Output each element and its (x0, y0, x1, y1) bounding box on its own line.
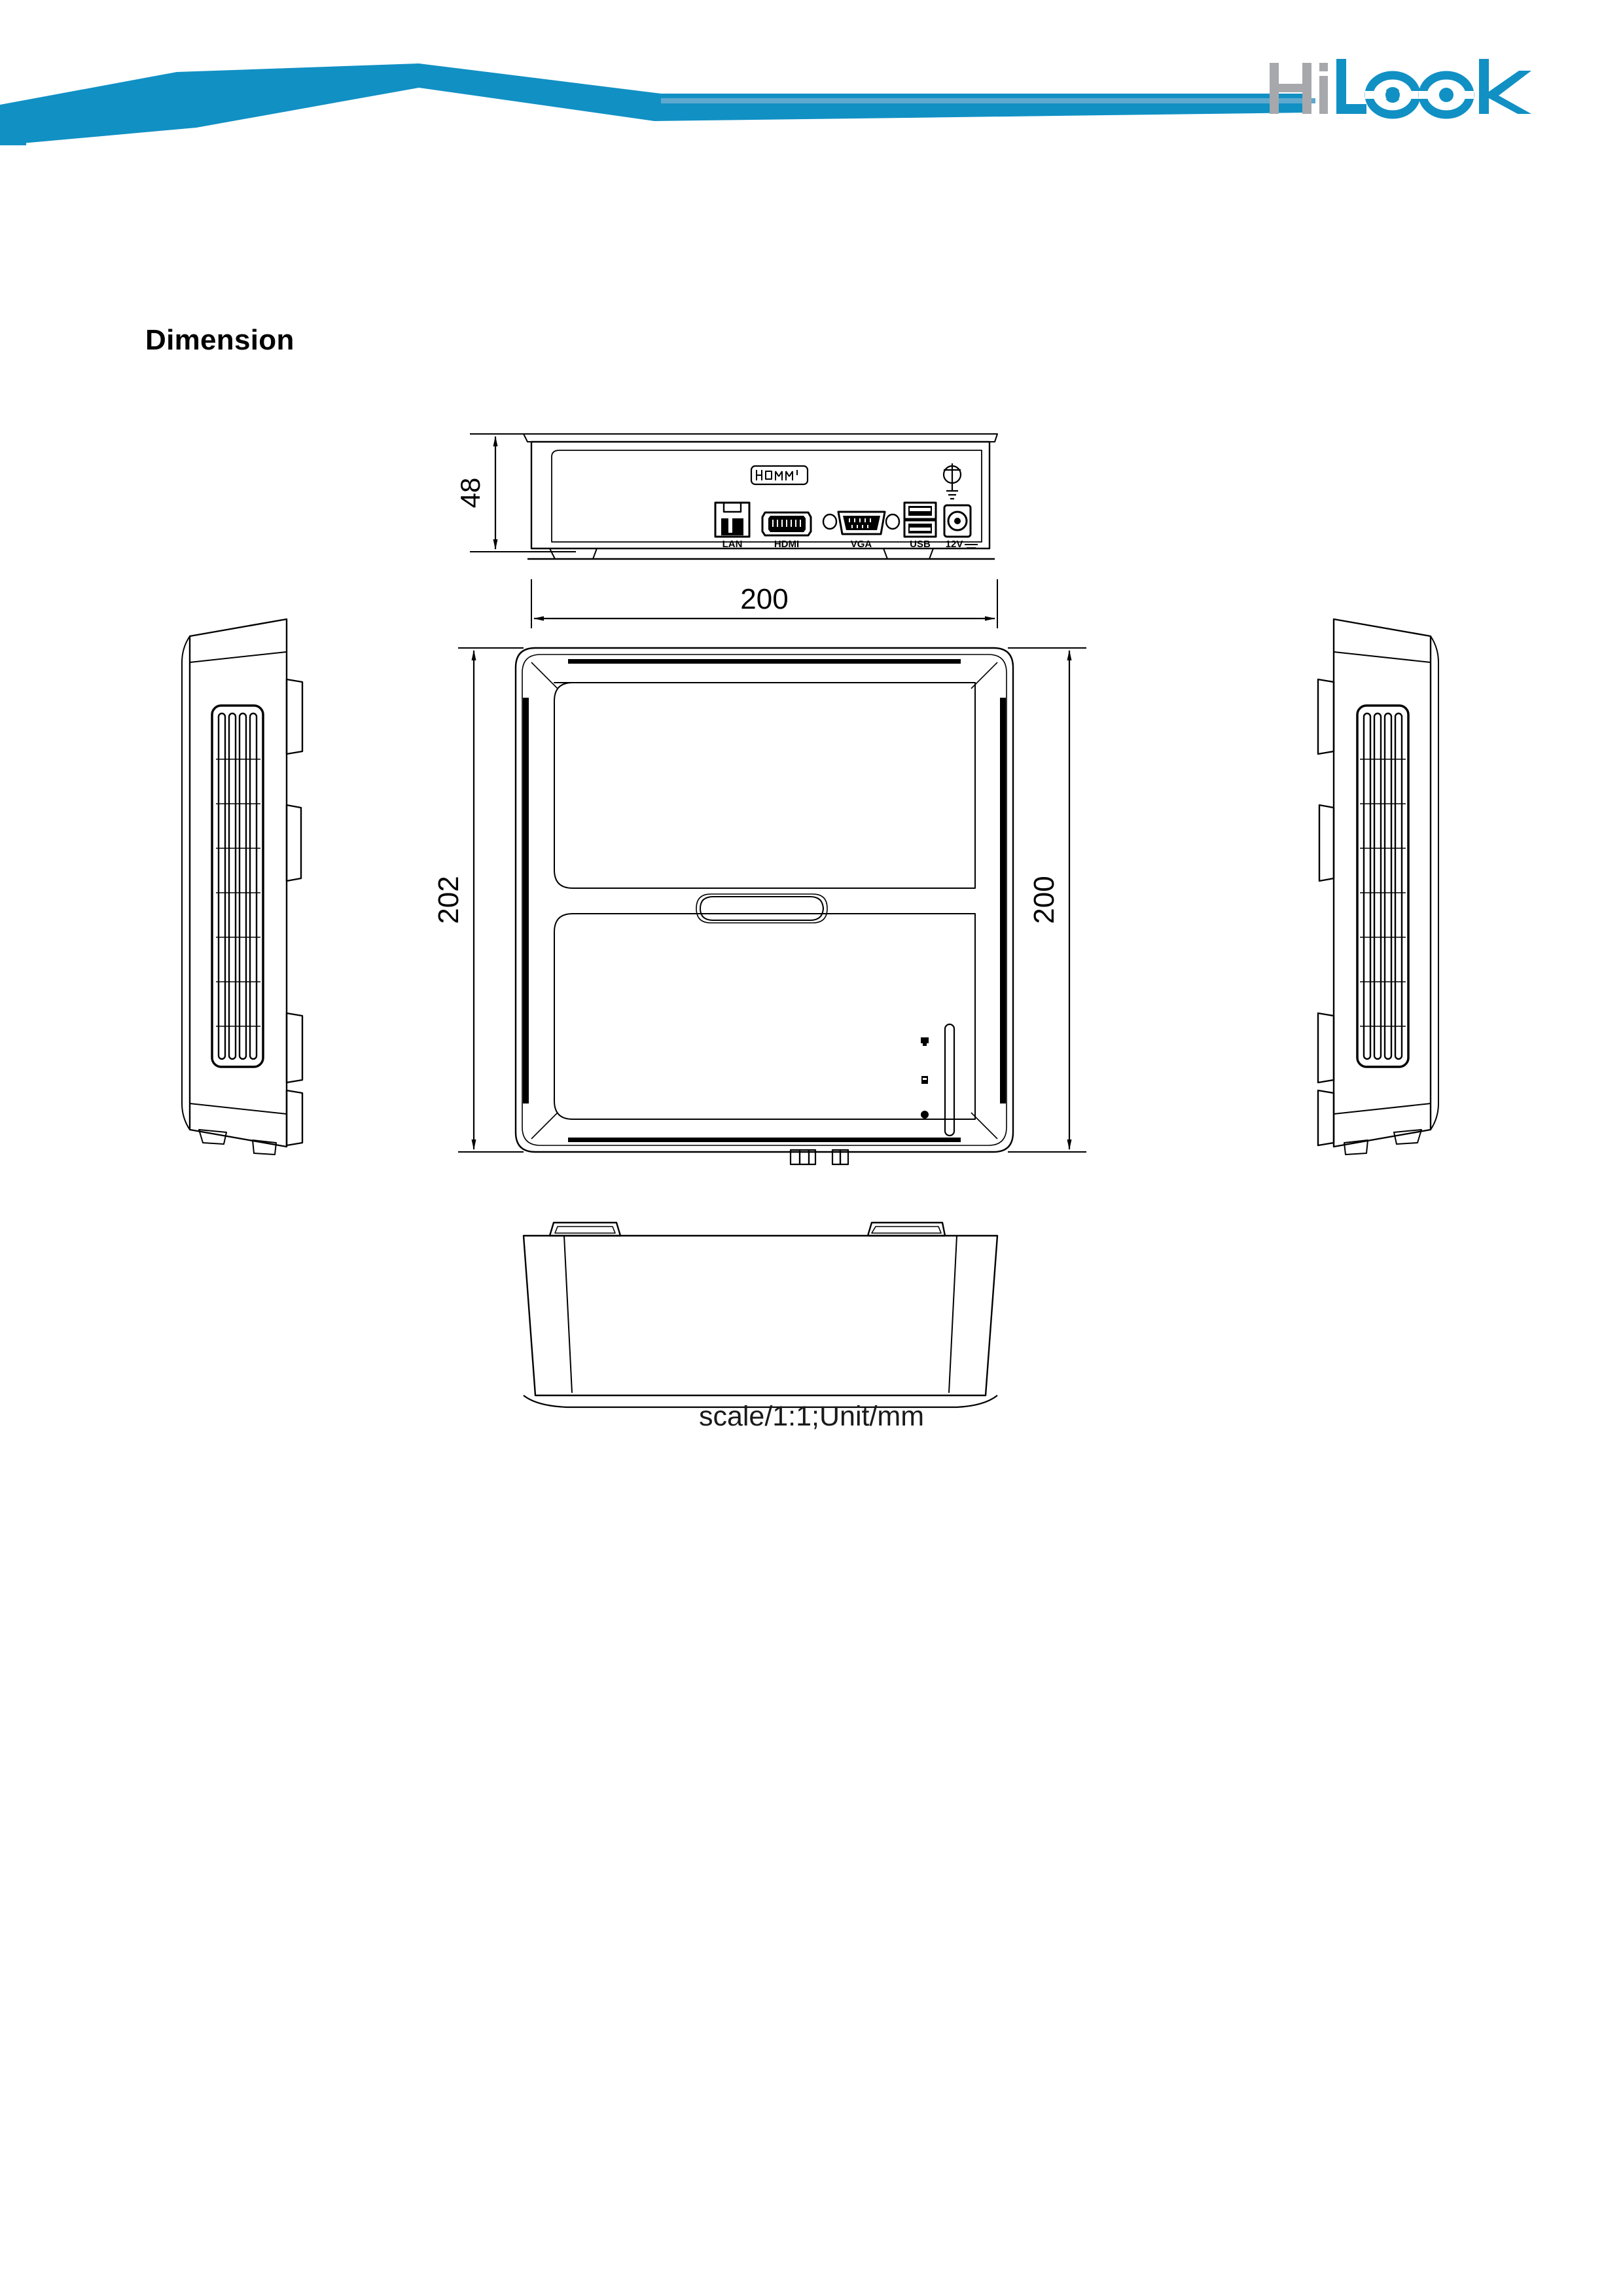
led-network-icon (921, 1037, 929, 1046)
dimension-drawing-svg: 48 (181, 433, 1439, 1408)
right-vent-slots (1363, 712, 1403, 1060)
scale-unit-text: scale/1:1;Unit/mm (698, 1401, 925, 1432)
top-connector-cutouts (789, 1149, 849, 1166)
right-view-tabs (1317, 678, 1335, 1147)
front-view-body (522, 1234, 999, 1397)
led-hdd-icon (921, 1076, 928, 1084)
top-corner-chamfers (531, 662, 998, 1139)
port-label-lan: LAN (722, 539, 743, 550)
page-title: Dimension (145, 324, 294, 356)
logo-text-k (1479, 59, 1531, 114)
right-foot-b (1344, 1139, 1368, 1155)
left-view-tabs (285, 678, 304, 1147)
scale-unit-caption: scale/1:1;Unit/mm (0, 1401, 1623, 1433)
top-view (458, 647, 1086, 1166)
page-header (0, 0, 1623, 196)
dimension-drawing: 48 (0, 393, 1623, 1473)
ground-screw-icon (942, 463, 962, 500)
front-tab-right-inner (871, 1226, 942, 1234)
dim-label-48: 48 (455, 478, 486, 509)
dim-width-200: 200 (531, 579, 998, 628)
dim-label-202: 202 (433, 876, 465, 924)
front-tab-right (866, 1221, 946, 1237)
front-tab-left (548, 1221, 622, 1237)
port-label-12v: 12V (946, 539, 963, 550)
logo-text-hi (1270, 63, 1328, 114)
hilook-logo-graphic (1270, 59, 1531, 119)
top-light-bar (944, 1023, 955, 1137)
top-center-badge (696, 893, 828, 924)
right-vent-housing (1356, 704, 1410, 1068)
left-view-body (188, 618, 288, 1148)
dim-height-48: 48 (455, 433, 576, 552)
rear-hdmi-badge (750, 465, 809, 486)
header-accent-rule (661, 98, 1315, 103)
port-label-vga: VGA (851, 539, 872, 550)
dim-depth-202: 202 (433, 650, 476, 1150)
top-view-witness-lines (458, 647, 1086, 1153)
top-inner-upper (554, 682, 976, 889)
rear-foot-left (549, 548, 597, 560)
dim-label-200-depth: 200 (1028, 876, 1060, 924)
front-view (522, 1221, 999, 1408)
dim-label-200-width: 200 (740, 583, 788, 615)
port-usb: USB (903, 501, 937, 550)
right-vent-ribs (1360, 759, 1406, 1027)
right-foot-a (1393, 1129, 1422, 1145)
port-label-usb: USB (910, 539, 931, 550)
port-hdmi: HDMI (761, 511, 812, 550)
port-lan: LAN (714, 501, 751, 550)
dim-depth-200: 200 (1028, 650, 1072, 1150)
rear-inner-panel (551, 450, 982, 543)
rear-foot-right (883, 548, 934, 560)
header-chevron-shape (0, 63, 1309, 145)
logo-eye-pupil-2 (1439, 88, 1454, 102)
hilook-logo (1268, 51, 1556, 123)
logo-text-l (1336, 59, 1366, 114)
top-rail-top (568, 659, 961, 664)
left-vent-ribs (216, 759, 260, 1027)
left-vent-housing (211, 704, 264, 1068)
top-outer-body (514, 647, 1014, 1153)
header-banner-graphic (0, 63, 1315, 145)
port-vga: VGA (822, 511, 901, 550)
header-left-edge-block (0, 107, 26, 145)
top-rail-right (1000, 698, 1006, 1103)
top-body-offset (522, 654, 1007, 1146)
rear-chassis-top-lip (523, 433, 998, 442)
left-foot-a (198, 1129, 227, 1145)
top-rail-bottom (568, 1138, 961, 1142)
port-power-12v: 12V (943, 504, 978, 550)
top-inner-lower (554, 913, 976, 1120)
rear-view: 48 (455, 433, 998, 560)
right-view (1317, 618, 1439, 1155)
left-vent-slots (217, 712, 258, 1060)
top-rail-left (523, 698, 529, 1103)
front-bottom-rim (523, 1395, 998, 1408)
led-power-icon (921, 1111, 929, 1119)
left-view (181, 618, 304, 1155)
port-label-hdmi: HDMI (774, 539, 799, 550)
logo-eye-pupil-1b (1385, 88, 1400, 102)
left-foot-b (252, 1139, 277, 1155)
front-tab-left-inner (554, 1226, 616, 1234)
